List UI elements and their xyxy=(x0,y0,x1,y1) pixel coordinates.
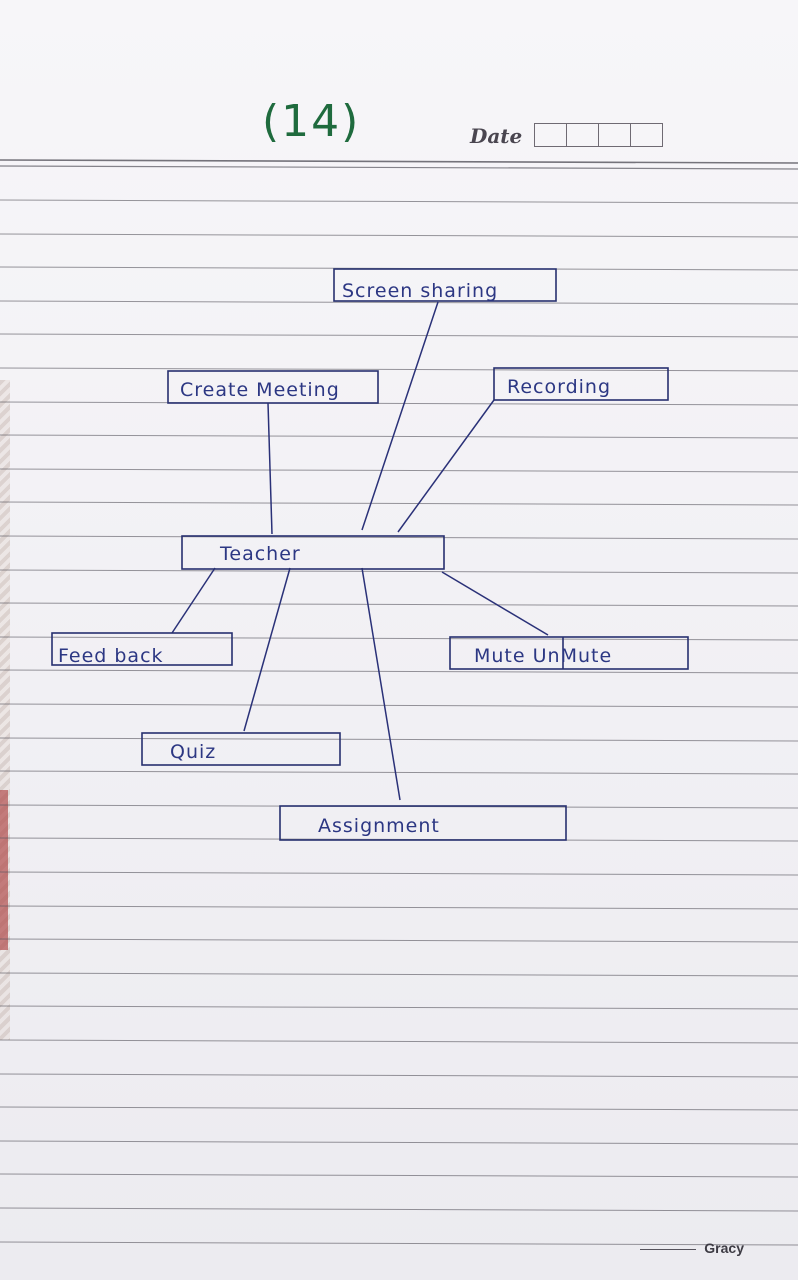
node-label: Screen sharing xyxy=(342,280,498,302)
ruled-line xyxy=(0,871,798,876)
ruled-line xyxy=(0,636,798,641)
ruled-line xyxy=(0,938,798,943)
node-box xyxy=(141,732,341,766)
link-screen-sharing xyxy=(361,301,439,531)
node-recording: Recording xyxy=(493,367,669,401)
ruled-line xyxy=(0,905,798,910)
node-label: Mute UnMute xyxy=(474,645,612,667)
node-label: Recording xyxy=(507,376,611,398)
node-box xyxy=(51,632,233,666)
ruled-line xyxy=(0,333,798,338)
node-mute-unmute: Mute UnMute xyxy=(449,636,689,670)
page-number: (14) xyxy=(262,96,361,147)
ruled-line xyxy=(0,569,798,574)
notebook-brand: Gracy xyxy=(704,1240,744,1256)
ruled-line xyxy=(0,300,798,305)
ruled-line xyxy=(0,770,798,775)
ruled-line xyxy=(0,1241,798,1246)
date-label: Date xyxy=(470,124,523,148)
ruled-line xyxy=(0,401,798,406)
link-feedback xyxy=(171,567,216,634)
ruled-line xyxy=(0,737,798,742)
node-box xyxy=(167,370,379,404)
brand-rule xyxy=(640,1249,696,1250)
link-create-meeting xyxy=(267,402,273,535)
node-label: Assignment xyxy=(318,815,440,837)
ruled-line xyxy=(0,367,798,372)
node-label: Create Meeting xyxy=(180,379,340,401)
center-label: Teacher xyxy=(219,543,301,565)
node-screen-sharing: Screen sharing xyxy=(333,268,557,302)
link-quiz xyxy=(243,567,291,732)
date-field xyxy=(534,123,663,147)
link-assignment xyxy=(361,567,401,801)
ruled-line xyxy=(0,535,798,540)
ruled-line xyxy=(0,1207,798,1212)
connectors xyxy=(171,301,549,801)
ruled-line xyxy=(0,972,798,977)
node-box xyxy=(333,268,557,302)
node-box xyxy=(493,367,669,401)
node-box xyxy=(449,636,689,670)
center-box xyxy=(181,535,445,570)
ruled-line xyxy=(0,1106,798,1111)
ruled-line xyxy=(0,434,798,439)
ruled-line xyxy=(0,468,798,473)
ruled-line xyxy=(0,602,798,607)
page-edge-pattern xyxy=(0,380,10,1040)
ruled-line xyxy=(0,1039,798,1044)
ruled-line xyxy=(0,1073,798,1078)
ruled-line xyxy=(0,199,798,204)
node-feedback: Feed back xyxy=(51,632,233,667)
link-mute-unmute xyxy=(441,571,549,636)
ruled-line xyxy=(0,1173,798,1178)
node-label: Feed back xyxy=(58,645,164,667)
ruled-line xyxy=(0,233,798,238)
node-teacher: Teacher xyxy=(181,535,445,570)
node-label: Quiz xyxy=(170,741,216,763)
page-edge-red xyxy=(0,790,8,950)
ruled-line xyxy=(0,669,798,674)
node-box xyxy=(279,805,567,841)
ruled-line xyxy=(0,1140,798,1145)
ruled-line xyxy=(0,165,798,170)
node-quiz: Quiz xyxy=(141,732,341,766)
node-assignment: Assignment xyxy=(279,805,567,841)
ruled-line xyxy=(0,703,798,708)
ruled-line xyxy=(0,1005,798,1010)
node-create-meeting: Create Meeting xyxy=(167,370,379,404)
ruled-line xyxy=(0,501,798,506)
ruled-line xyxy=(0,159,798,164)
link-recording xyxy=(397,399,495,533)
